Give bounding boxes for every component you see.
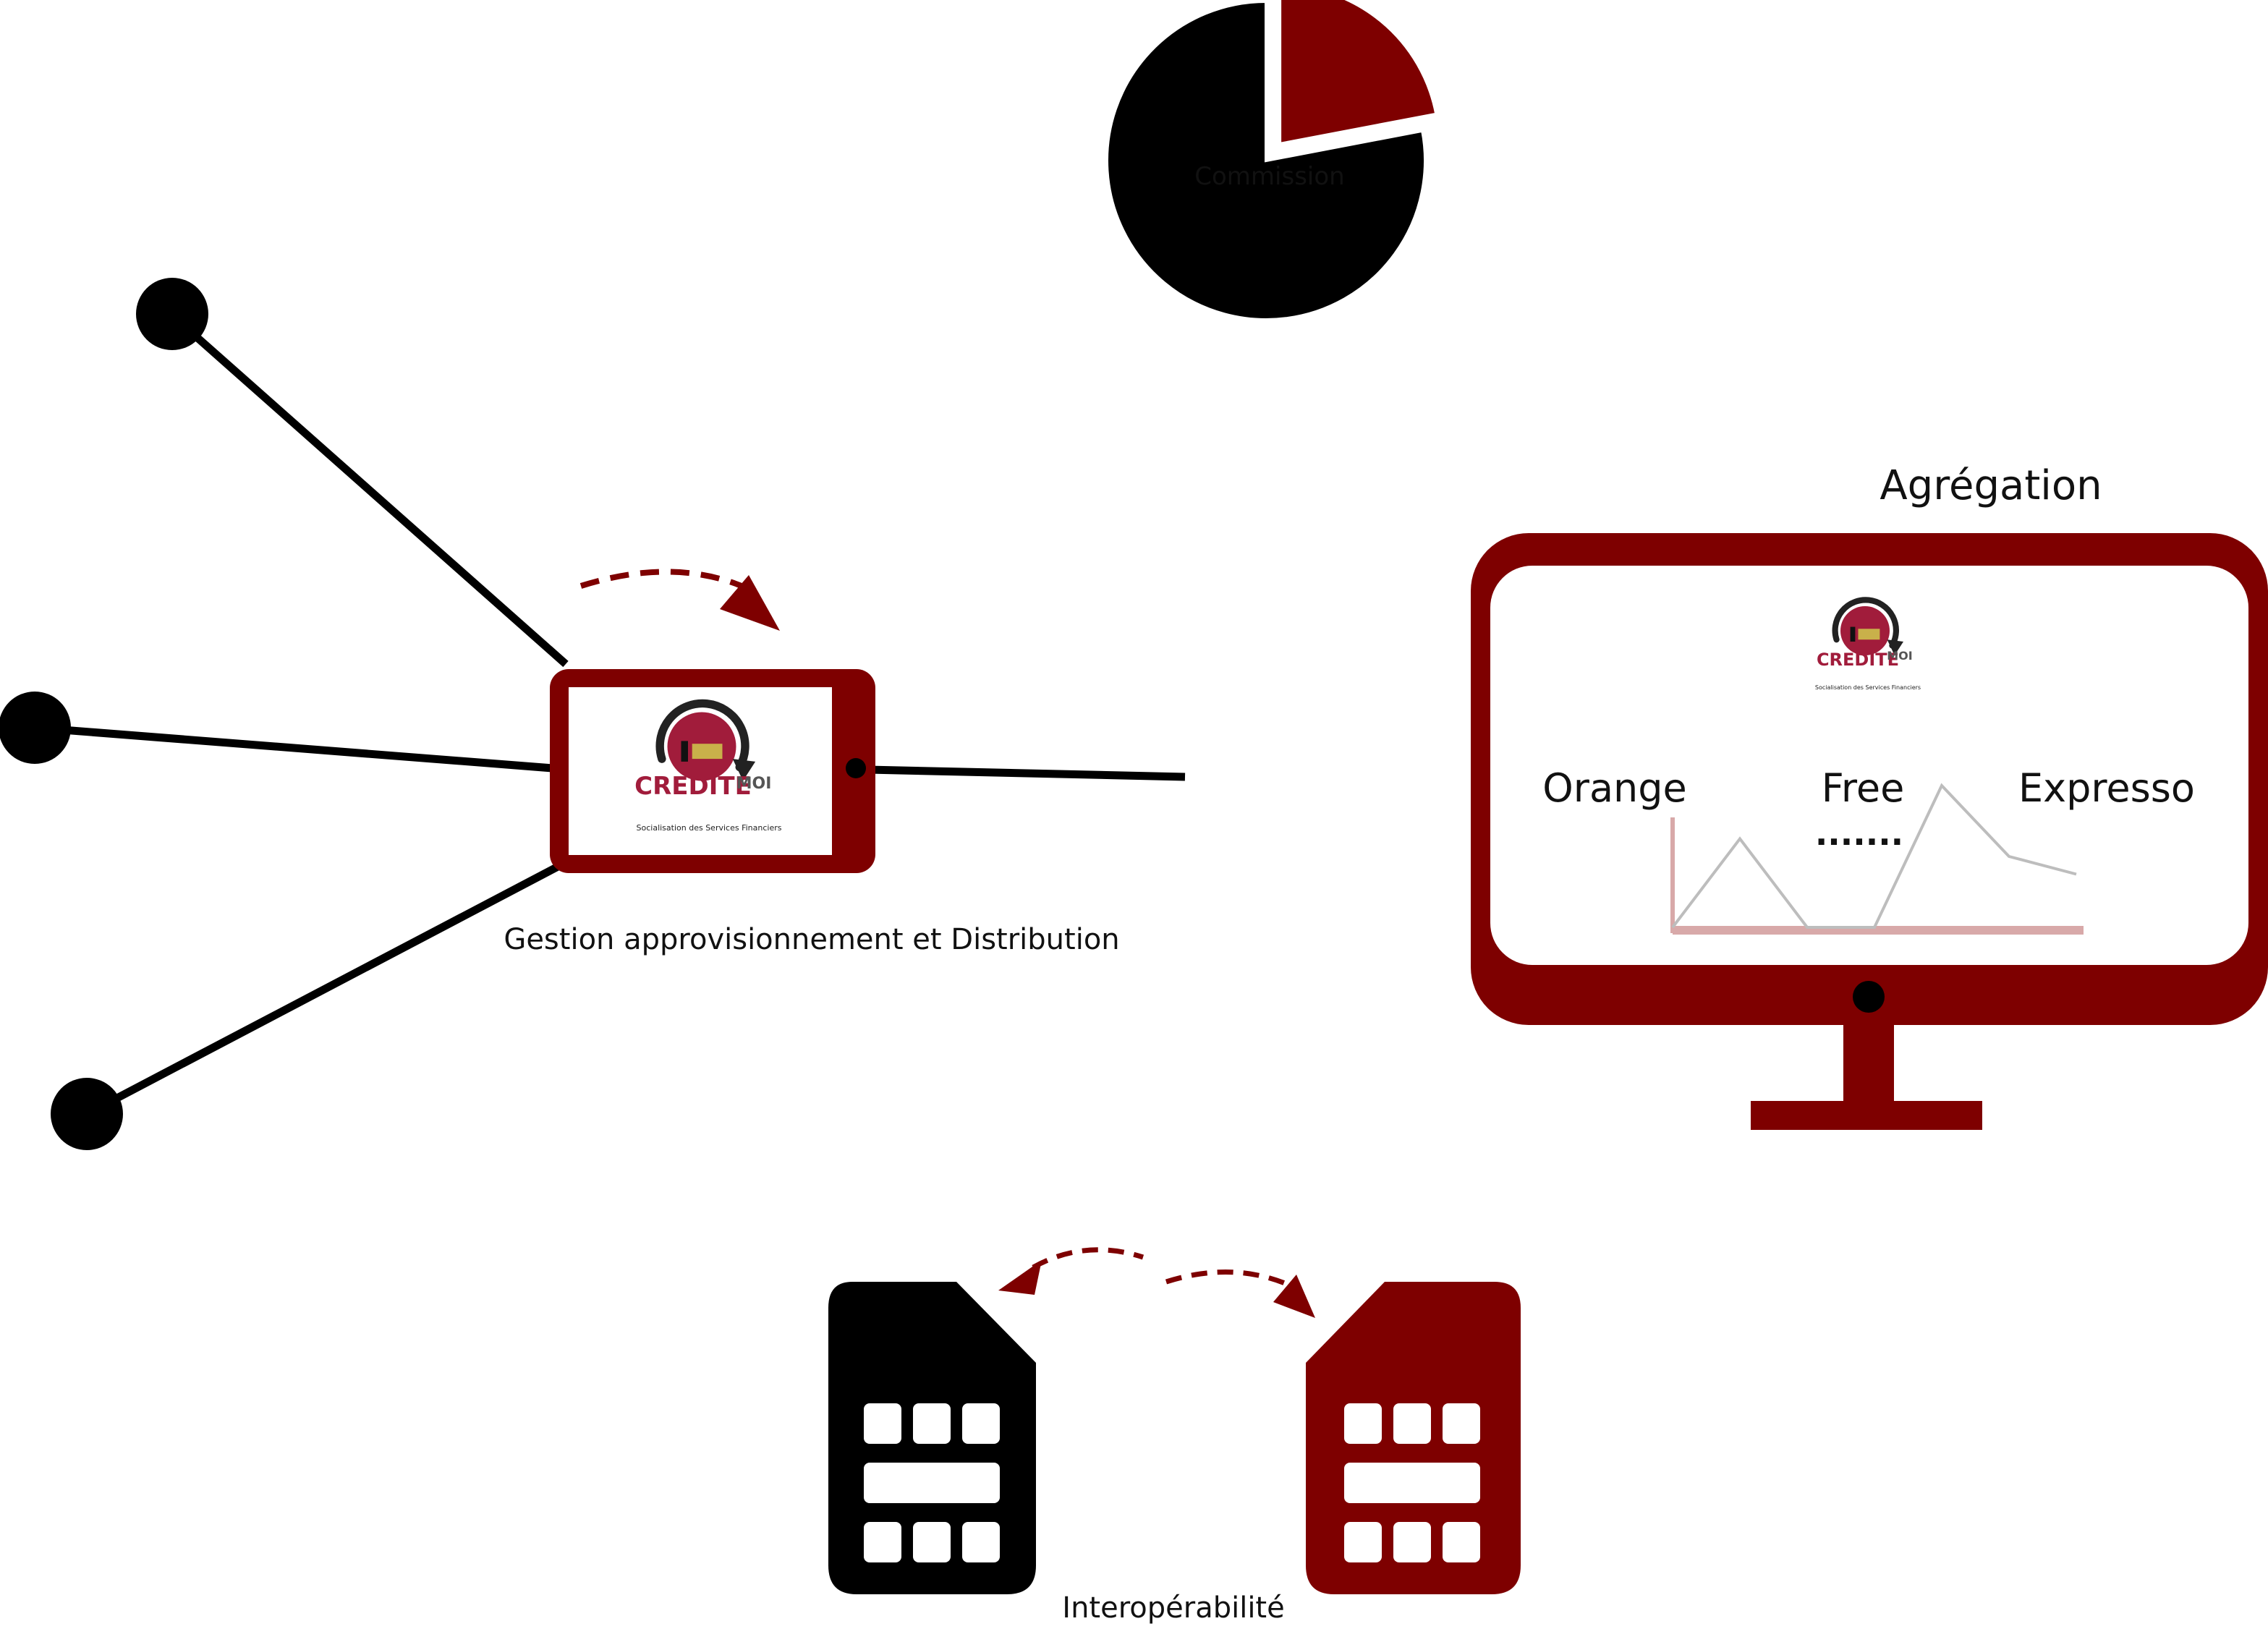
operator-free: Free — [1822, 765, 1905, 811]
sim-card-icon — [828, 1282, 1036, 1594]
connector-line — [85, 862, 563, 1118]
logo-brand-right: MOI — [736, 775, 772, 793]
monitor-logo-tagline: Socialisation des Services Financiers — [1815, 684, 1921, 691]
logo-brand-left: CREDITE — [634, 772, 752, 801]
dashed-arrow-icon — [998, 1247, 1144, 1295]
monitor-logo-brand-left: CREDITE — [1817, 650, 1899, 670]
sim-card-icon — [1306, 1282, 1521, 1594]
monitor-icon — [1471, 533, 2268, 1130]
logo-tagline: Socialisation des Services Financiers — [637, 823, 782, 833]
monitor-logo-brand-right: MOI — [1887, 649, 1912, 663]
node-icon — [136, 278, 208, 350]
sim-caption: Interopérabilité — [1062, 1591, 1284, 1625]
dashed-arrow-icon — [1165, 1269, 1315, 1318]
pie-chart-icon — [1105, 0, 1438, 321]
dashed-arrow-icon — [579, 569, 780, 631]
connector-line — [34, 723, 553, 773]
pie-slice — [1105, 0, 1427, 321]
operator-ellipsis: ....... — [1815, 814, 1903, 853]
pie-slice — [1278, 0, 1438, 146]
pie-label: Commission — [1194, 162, 1344, 191]
tablet-caption: Gestion approvisionnement et Distributio… — [504, 923, 1119, 956]
connector-line — [169, 312, 569, 668]
operator-expresso: Expresso — [2018, 765, 2195, 811]
monitor-title: Agrégation — [1880, 462, 2102, 509]
node-icon — [51, 1078, 123, 1150]
operator-orange: Orange — [1542, 765, 1687, 811]
node-icon — [0, 692, 71, 764]
aggregation-chart — [1670, 783, 2084, 935]
chart-series-line — [1671, 783, 2077, 929]
network-connectors — [34, 312, 1186, 1118]
connector-line — [867, 765, 1186, 781]
